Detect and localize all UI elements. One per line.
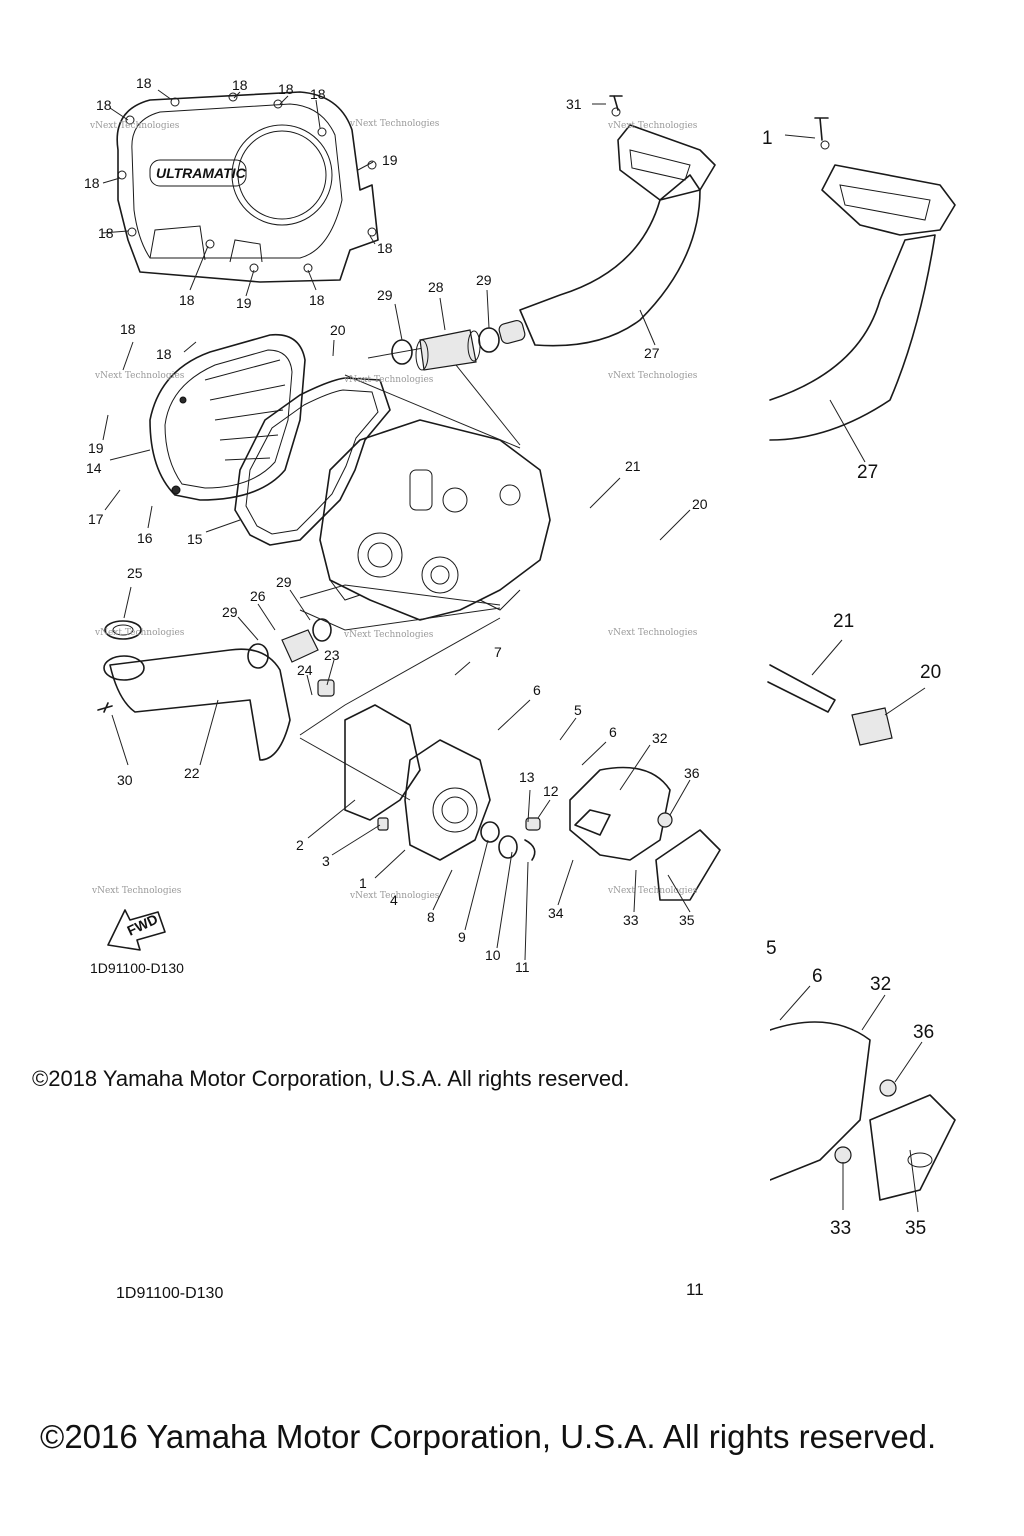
callout-18: 18 (136, 75, 152, 91)
callout-29: 29 (377, 287, 393, 303)
ultramatic-badge: ULTRAMATIC (156, 165, 247, 181)
fwd-arrow: FWD (107, 909, 166, 951)
watermark: vNext Technologies (343, 630, 434, 640)
callout-27: 27 (857, 462, 878, 483)
callout-36: 36 (913, 1022, 934, 1043)
inner-clutch-cover (149, 333, 306, 501)
callout-20: 20 (692, 496, 708, 512)
callout-7: 7 (494, 644, 502, 660)
callout-18: 18 (310, 86, 326, 102)
watermark: vNext Technologies (94, 371, 185, 381)
callout-22: 22 (184, 765, 200, 781)
watermark: vNext Technologies (607, 121, 698, 131)
inset-duct (769, 117, 956, 441)
callout-18: 18 (98, 225, 114, 241)
leader-lines (101, 89, 926, 1213)
callout-35: 35 (905, 1218, 926, 1239)
watermarks: vNext Technologies vNext Technologies vN… (89, 119, 698, 901)
callout-18: 18 (179, 292, 195, 308)
callout-18: 18 (377, 240, 393, 256)
belt-guard (569, 766, 721, 901)
callout-11: 11 (515, 959, 530, 975)
callout-29: 29 (222, 604, 238, 620)
callout-1: 1 (359, 875, 367, 891)
callout-10: 10 (485, 947, 501, 963)
watermark: vNext Technologies (94, 628, 185, 638)
callout-9: 9 (458, 929, 466, 945)
callout-28: 28 (428, 279, 444, 295)
callout-29: 29 (476, 272, 492, 288)
callout-15: 15 (187, 531, 203, 547)
drawing-code: 1D91100-D130 (90, 960, 184, 976)
callout-23: 23 (324, 647, 340, 663)
lower-duct (97, 618, 335, 761)
callout-17: 17 (88, 511, 104, 527)
callout-31: 31 (566, 96, 582, 112)
callout-18: 18 (309, 292, 325, 308)
callout-30: 30 (117, 772, 133, 788)
callout-12: 12 (543, 783, 559, 799)
assembly-lines (299, 344, 521, 801)
intake-duct (391, 95, 716, 371)
callout-6: 6 (609, 724, 617, 740)
callout-6: 6 (812, 966, 823, 987)
watermark: vNext Technologies (349, 119, 440, 129)
callout-5: 5 (766, 938, 777, 959)
drawing-code-inset: 1D91100-D130 (116, 1285, 224, 1302)
callout-18: 18 (96, 97, 112, 113)
callout-19: 19 (236, 295, 252, 311)
callout-19: 19 (382, 152, 398, 168)
bearing-housing (344, 704, 541, 861)
callout-6: 6 (533, 682, 541, 698)
callout-18: 18 (278, 81, 294, 97)
page-number: 11 (686, 1280, 704, 1299)
callout-19: 19 (88, 440, 104, 456)
callout-24: 24 (297, 662, 313, 678)
callout-18: 18 (232, 77, 248, 93)
callout-26: 26 (250, 588, 266, 604)
callout-8: 8 (427, 909, 435, 925)
outer-clutch-cover: ULTRAMATIC (116, 91, 379, 283)
callout-20: 20 (330, 322, 346, 338)
watermark: vNext Technologies (607, 371, 698, 381)
copyright-2018: ©2018 Yamaha Motor Corporation, U.S.A. A… (32, 1066, 630, 1091)
watermark: vNext Technologies (607, 628, 698, 638)
watermark: vNext Technologies (91, 886, 182, 896)
inset-guard (769, 1021, 956, 1201)
callout-18: 18 (120, 321, 136, 337)
callout-18: 18 (84, 175, 100, 191)
callout-13: 13 (519, 769, 535, 785)
clutch-cover-gasket (234, 377, 391, 546)
callout-29: 29 (276, 574, 292, 590)
callout-32: 32 (870, 974, 891, 995)
callout-2: 2 (296, 837, 304, 853)
callout-36: 36 (684, 765, 700, 781)
callout-25: 25 (127, 565, 143, 581)
callout-32: 32 (652, 730, 668, 746)
inset-shaft (767, 664, 893, 746)
callout-14: 14 (86, 460, 102, 476)
callout-4: 4 (390, 892, 398, 908)
callout-5: 5 (574, 702, 582, 718)
callouts: 18 18 18 18 18 18 19 18 18 18 19 18 31 2… (84, 75, 941, 1239)
callout-20: 20 (920, 662, 941, 683)
watermark: vNext Technologies (349, 891, 440, 901)
watermark: vNext Technologies (89, 121, 180, 131)
crankcase (319, 419, 551, 621)
watermark: vNext Technologies (343, 375, 434, 385)
callout-21: 21 (625, 458, 641, 474)
watermark: vNext Technologies (607, 886, 698, 896)
callout-34: 34 (548, 905, 564, 921)
callout-21: 21 (833, 611, 854, 632)
callout-3: 3 (322, 853, 330, 869)
callout-27: 27 (644, 345, 660, 361)
callout-31-cut: 1 (762, 128, 773, 149)
callout-18: 18 (156, 346, 172, 362)
callout-33: 33 (830, 1218, 851, 1239)
copyright-2016: ©2016 Yamaha Motor Corporation, U.S.A. A… (40, 1418, 937, 1455)
callout-33: 33 (623, 912, 639, 928)
callout-16: 16 (137, 530, 153, 546)
callout-35: 35 (679, 912, 695, 928)
